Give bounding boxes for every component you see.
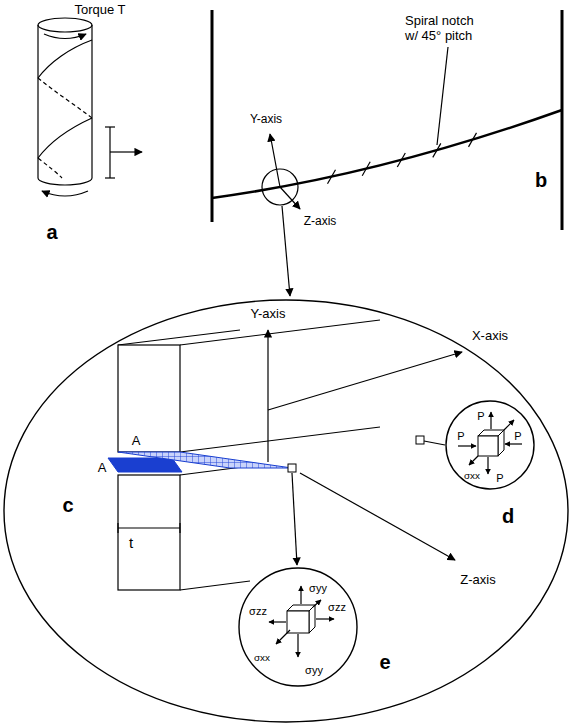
point-marker: [288, 464, 296, 472]
leader-line: [424, 441, 445, 445]
panel-letter: b: [535, 169, 547, 192]
crack-plane: [118, 452, 292, 468]
inset-circle-outline: [446, 401, 534, 489]
axis-label: X-axis: [472, 329, 508, 344]
force-arrow: [490, 412, 491, 429]
stress-label: σyy: [305, 664, 323, 677]
axis-label: Z-axis: [304, 215, 337, 229]
stress-cube: [498, 430, 504, 456]
notch-label: Spiral notch w/ 45° pitch: [405, 14, 485, 44]
cylinder-top: [38, 18, 92, 32]
leader-line: [292, 473, 297, 565]
spiral-notch-back: [38, 158, 62, 178]
stress-label: σyy: [309, 582, 327, 595]
axis-arrow: [280, 187, 300, 209]
notch-tick: [469, 133, 477, 147]
spiral-notch-back: [38, 78, 92, 118]
axis-label: Z-axis: [460, 573, 495, 588]
zoom-ellipse: Y-axisAAtZ-axiscdePPPPσxxσyyσzzσzzσxxσyy: [3, 299, 569, 723]
inset-circle: PPPPσxx: [445, 400, 535, 490]
torque-arrow: [44, 34, 86, 39]
stress-arrow: [469, 456, 478, 465]
grip-line: [561, 10, 564, 230]
point-marker: [416, 436, 424, 444]
cylinder-bottom: [38, 178, 92, 185]
axis-label: Y-axis: [250, 113, 282, 127]
segment-bracket: [105, 126, 115, 127]
outline-svg: [3, 299, 569, 723]
axis-arrow: [270, 134, 280, 187]
leader-line: [437, 47, 448, 145]
force-arrow: [487, 457, 488, 474]
cylinder-side: [37, 25, 38, 178]
stress-arrow: [316, 618, 334, 619]
spiral-notch-front: [38, 118, 92, 158]
plane-label: A: [132, 434, 141, 449]
force-label: P: [457, 430, 464, 443]
stress-arrow: [300, 586, 301, 604]
stress-arrow: [504, 420, 514, 430]
force-arrow: [505, 443, 522, 444]
panel-letter: c: [62, 494, 73, 517]
outline-svg: [238, 567, 358, 687]
panel-letter: a: [46, 221, 57, 244]
spiral-notch-front: [38, 40, 92, 78]
force-label: P: [496, 472, 503, 485]
notch-tick: [397, 153, 405, 167]
detail-arrow: [110, 151, 142, 152]
stress-cube: [287, 611, 309, 633]
notch-curve: [212, 110, 562, 198]
block-edge: [180, 320, 380, 345]
cylinder-side: [91, 25, 92, 178]
panel-letter: e: [379, 651, 390, 674]
stress-label: σzz: [328, 601, 346, 614]
axis-arrow: [300, 473, 455, 560]
stress-arrow: [313, 600, 321, 607]
thickness-dimension: [179, 523, 180, 533]
thickness-dimension: [117, 523, 118, 533]
force-arrow: [458, 445, 476, 446]
notch-tick: [433, 143, 441, 157]
stress-arrow: [297, 634, 298, 657]
stress-label: σxx: [464, 470, 480, 481]
plane-label: A: [98, 461, 107, 476]
block-edge: [180, 427, 380, 452]
block-edge: [180, 581, 250, 590]
thickness-dimension: [118, 527, 180, 528]
dimension-label: t: [129, 534, 133, 551]
axis-arrow: [268, 352, 462, 410]
stress-label: σxx: [254, 652, 270, 663]
grip-line: [211, 10, 214, 222]
lower-block: [118, 475, 180, 590]
crack-face: [108, 458, 182, 472]
notch-tick: [362, 162, 370, 176]
inset-circle-outline: [239, 568, 357, 686]
segment-bracket: [105, 177, 115, 178]
stress-cube: [478, 436, 498, 456]
force-label: P: [514, 430, 521, 443]
inset-circle: σyyσzzσzzσxxσyy: [238, 567, 358, 687]
axis-label: Y-axis: [251, 307, 286, 322]
zoom-ellipse-outline: [4, 300, 568, 722]
axis-arrow: [267, 330, 268, 462]
zoom-arrow: [282, 206, 290, 296]
stress-arrow: [269, 621, 286, 622]
panel-letter: d: [502, 505, 514, 528]
notch-tick: [328, 170, 336, 184]
force-label: P: [477, 410, 484, 423]
outline-svg: [445, 400, 535, 490]
stress-label: σzz: [249, 605, 267, 618]
upper-block: [118, 345, 180, 452]
stress-cube: [309, 605, 315, 633]
load-label: Torque T: [74, 3, 125, 18]
stress-arrow: [276, 630, 290, 644]
torque-arrow: [42, 191, 88, 196]
